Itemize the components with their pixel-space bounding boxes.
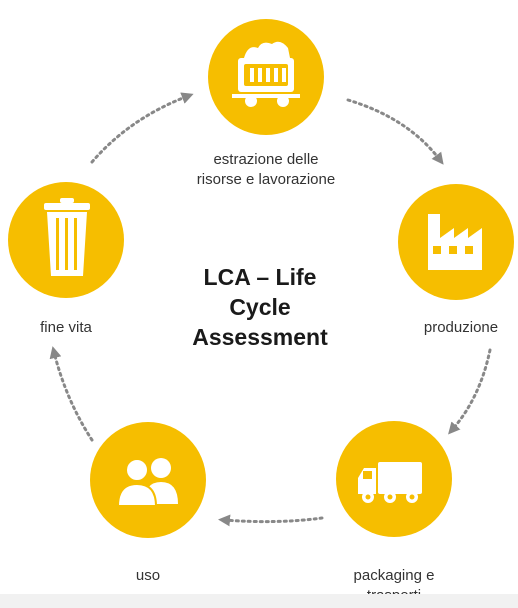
people-icon xyxy=(116,458,178,507)
title-line: Cycle xyxy=(229,294,291,320)
stage-label-use: uso xyxy=(118,566,178,586)
stage-label-line: fine vita xyxy=(40,319,92,336)
mine-cart-icon xyxy=(232,41,300,107)
cycle-arrows xyxy=(49,92,492,527)
diagram-title: LCA – Life Cycle Assessment xyxy=(160,262,360,352)
arrow-end-of-life-to-extraction xyxy=(90,92,194,164)
arrow-use-to-end-of-life xyxy=(49,346,94,442)
stage-label-line: produzione xyxy=(423,319,499,336)
factory-icon xyxy=(428,214,482,270)
arrow-packaging-to-use xyxy=(218,514,324,527)
title-line: Assessment xyxy=(192,324,328,350)
stage-label-extraction: estrazione delle risorse e lavorazione xyxy=(166,150,366,190)
stage-label-line: uso xyxy=(135,567,161,584)
truck-icon xyxy=(358,462,422,503)
arrow-extraction-to-production xyxy=(346,98,444,165)
stage-label-line: packaging e xyxy=(353,567,435,584)
arrow-production-to-packaging xyxy=(448,348,492,435)
stage-label-end-of-life: fine vita xyxy=(16,318,116,338)
stage-circle-use xyxy=(90,422,206,538)
stage-label-production: produzione xyxy=(406,318,516,338)
trash-bin-icon xyxy=(44,198,90,276)
stage-label-line: risorse e lavorazione xyxy=(196,171,336,188)
stage-label-line: estrazione delle xyxy=(213,151,319,168)
bottom-strip xyxy=(0,594,518,608)
title-line: LCA – Life xyxy=(203,264,317,290)
